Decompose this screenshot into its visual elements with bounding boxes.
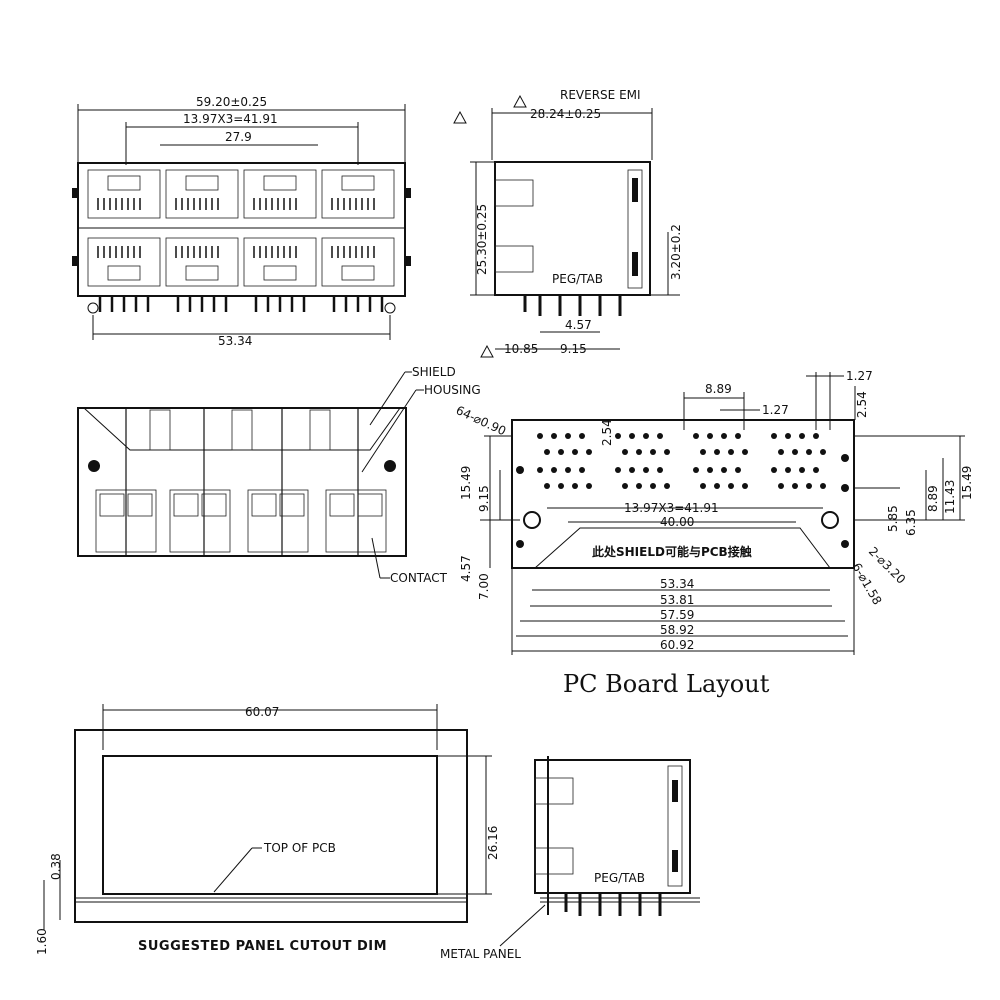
dim-5-85: 5.85 (886, 505, 900, 532)
dim-9-15: 9.15 (560, 342, 587, 356)
label-top-of-pcb: TOP OF PCB (263, 841, 336, 855)
dim-64-holes: 64-⌀0.90 (454, 403, 508, 438)
dim-tab-height: 3.20±0.2 (669, 224, 683, 280)
dim-overall-width: 59.20±0.25 (196, 95, 267, 109)
dim-0-38: 0.38 (49, 853, 63, 880)
dim-inner: 27.9 (225, 130, 252, 144)
panel-cutout-caption: SUGGESTED PANEL CUTOUT DIM (138, 939, 387, 954)
dim-pitch: 13.97X3=41.91 (183, 112, 278, 126)
dim-40-00: 40.00 (660, 515, 694, 529)
dim-2-54-right: 2.54 (855, 391, 869, 418)
dim-57-59: 57.59 (660, 608, 694, 622)
dim-53-81: 53.81 (660, 593, 694, 607)
dim-58-92: 58.92 (660, 623, 694, 637)
dim-60-07: 60.07 (245, 705, 279, 719)
pcb-layout-title: PC Board Layout (563, 670, 770, 698)
dim-1-27-right: 1.27 (846, 369, 873, 383)
dim-60-92: 60.92 (660, 638, 694, 652)
dim-8-89-right: 8.89 (926, 485, 940, 512)
pcb-layout: 此处SHIELD可能与PCB接触 64-⌀0.90 8.89 (454, 369, 974, 698)
dim-10-85: 10.85 (504, 342, 538, 356)
side-view: REVERSE EMI 28.24±0.25 25.30±0.25 PEG/TA… (453, 88, 683, 358)
dim-15-49-left: 15.49 (459, 466, 473, 500)
dim-26-16: 26.16 (486, 826, 500, 860)
label-peg-tab-panel: PEG/TAB (594, 871, 645, 885)
dim-height: 25.30±0.25 (475, 204, 489, 275)
dim-15-49-right: 15.49 (960, 466, 974, 500)
dim-53-34: 53.34 (660, 577, 694, 591)
front-view: 59.20±0.25 13.97X3=41.91 27.9 (72, 95, 411, 348)
dim-pitch-pcb: 13.97X3=41.91 (624, 501, 719, 515)
label-peg-tab: PEG/TAB (552, 272, 603, 286)
dim-8-89-top: 8.89 (705, 382, 732, 396)
shield-note: 此处SHIELD可能与PCB接触 (592, 544, 752, 559)
label-housing: HOUSING (424, 383, 481, 397)
panel-cutout-view: 60.07 26.16 TOP OF PCB 0.38 1.60 SUGGEST… (35, 704, 700, 961)
dim-4-57-left: 4.57 (459, 555, 473, 582)
section-view: SHIELD HOUSING CONTACT (77, 365, 481, 585)
label-metal-panel: METAL PANEL (440, 947, 521, 961)
label-reverse-emi: REVERSE EMI (560, 88, 641, 102)
dim-1-60: 1.60 (35, 928, 49, 955)
label-contact: CONTACT (390, 571, 448, 585)
dim-1-27-top: 1.27 (762, 403, 789, 417)
dim-2-54-mid: 2.54 (600, 419, 614, 446)
dim-7-00-left: 7.00 (477, 573, 491, 600)
dim-hole-1-58: 6-⌀1.58 (849, 561, 884, 608)
dim-pin-span: 53.34 (218, 334, 252, 348)
pcb-holes (516, 433, 849, 548)
dim-11-43: 11.43 (943, 480, 957, 514)
dim-depth: 28.24±0.25 (530, 107, 601, 121)
dim-6-35: 6.35 (904, 509, 918, 536)
dim-9-15-left: 9.15 (477, 485, 491, 512)
dim-4-57: 4.57 (565, 318, 592, 332)
label-shield: SHIELD (412, 365, 456, 379)
